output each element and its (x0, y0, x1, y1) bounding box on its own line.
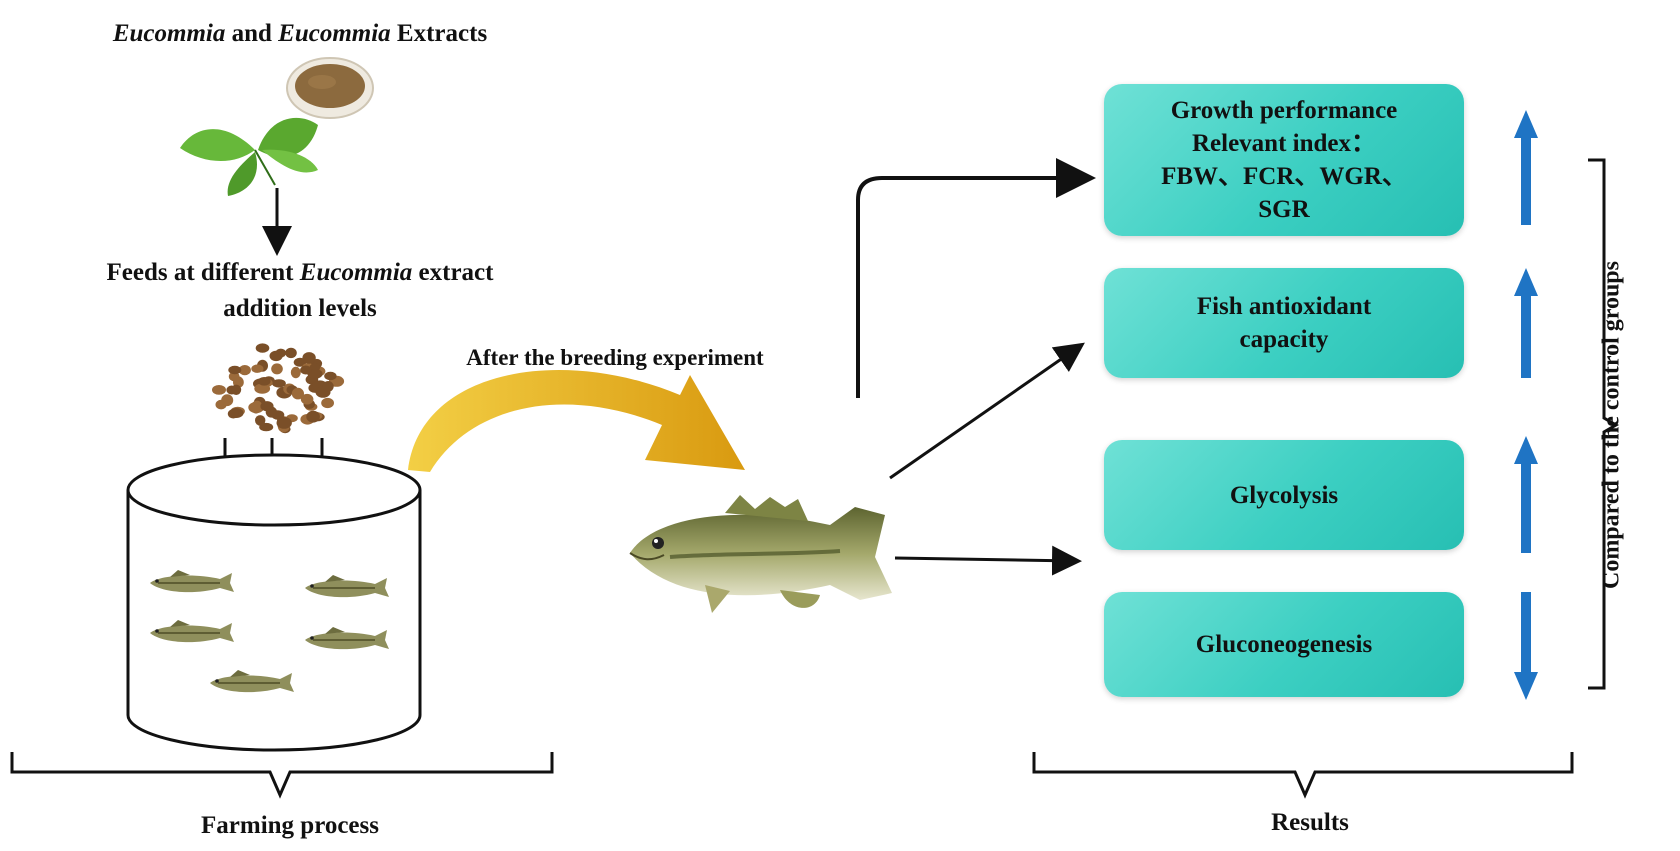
feed-pellet (290, 366, 301, 379)
feed-pellet (238, 365, 251, 376)
fish-tank (126, 453, 422, 752)
feed-pellet (272, 379, 286, 388)
small-fish-icon (210, 670, 294, 693)
feed-pellet (255, 415, 266, 426)
feed-pellet (251, 364, 264, 373)
small-fish-icon (150, 620, 234, 643)
small-fish-icon (305, 627, 389, 650)
results-label: Results (1271, 809, 1349, 836)
feed-pellet (306, 410, 320, 423)
feed-pellet (228, 371, 240, 382)
down-arrow-icon (1514, 592, 1538, 700)
feed-pellet (307, 369, 323, 379)
feed-pellet (285, 347, 297, 359)
feed-pellet (231, 384, 242, 395)
feed-pellet (221, 394, 234, 407)
farming-process-label: Farming process (201, 812, 379, 839)
bass-fish-icon (629, 495, 892, 613)
feed-pellet (300, 393, 314, 405)
up-arrow-icon (1514, 268, 1538, 378)
up-arrow-icon (1514, 436, 1538, 553)
results-brace (1032, 752, 1574, 799)
control-bracket (1588, 158, 1619, 690)
extract-bowl-icon (286, 57, 374, 119)
breeding-label: After the breeding experiment (466, 345, 764, 370)
feed-pellet (228, 365, 242, 375)
control-groups-label: Compared to the control groups (1598, 261, 1625, 590)
feed-pellet (227, 409, 239, 419)
feed-pellet (212, 385, 226, 395)
farming-brace (10, 752, 554, 799)
feed-pellet (324, 371, 337, 381)
small-fish-icon (305, 575, 389, 598)
extracts-title: Eucommia and Eucommia Extracts (112, 20, 488, 47)
antioxidant-box: Fish antioxidant capacity (1104, 268, 1464, 378)
feed-pellet (257, 377, 271, 386)
glycolysis-box: Glycolysis (1104, 440, 1464, 550)
feeds-label: Feeds at different Eucommia extract addi… (106, 259, 494, 322)
small-fish-icon (150, 570, 234, 593)
arrow-to-antioxidant (889, 342, 1085, 480)
growth-performance-box: Growth performance Relevant index： FBW、F… (1104, 84, 1464, 236)
feed-pellet (322, 381, 334, 392)
up-arrow-icon (1514, 110, 1538, 225)
feed-pellet (300, 365, 312, 375)
trend-arrow-group (1514, 110, 1538, 700)
feed-pellet (269, 350, 283, 362)
arrow-to-growth (856, 158, 1096, 398)
arrow-to-glycolysis (894, 545, 1082, 576)
tank-fish-group (150, 570, 389, 693)
feed-pellet (271, 363, 283, 375)
feed-pellet (260, 401, 274, 412)
eucommia-leaf-icon (180, 117, 318, 196)
curved-arrow (408, 370, 745, 472)
feed-pellets-icon (212, 343, 345, 434)
feed-pellet (321, 397, 334, 409)
feed-pellet (255, 343, 270, 353)
feed-pellet (276, 417, 292, 429)
feed-pellet (291, 387, 304, 400)
feed-pellet (248, 401, 265, 414)
gluconeogenesis-box: Gluconeogenesis (1104, 592, 1464, 697)
feed-pellet (302, 352, 316, 364)
